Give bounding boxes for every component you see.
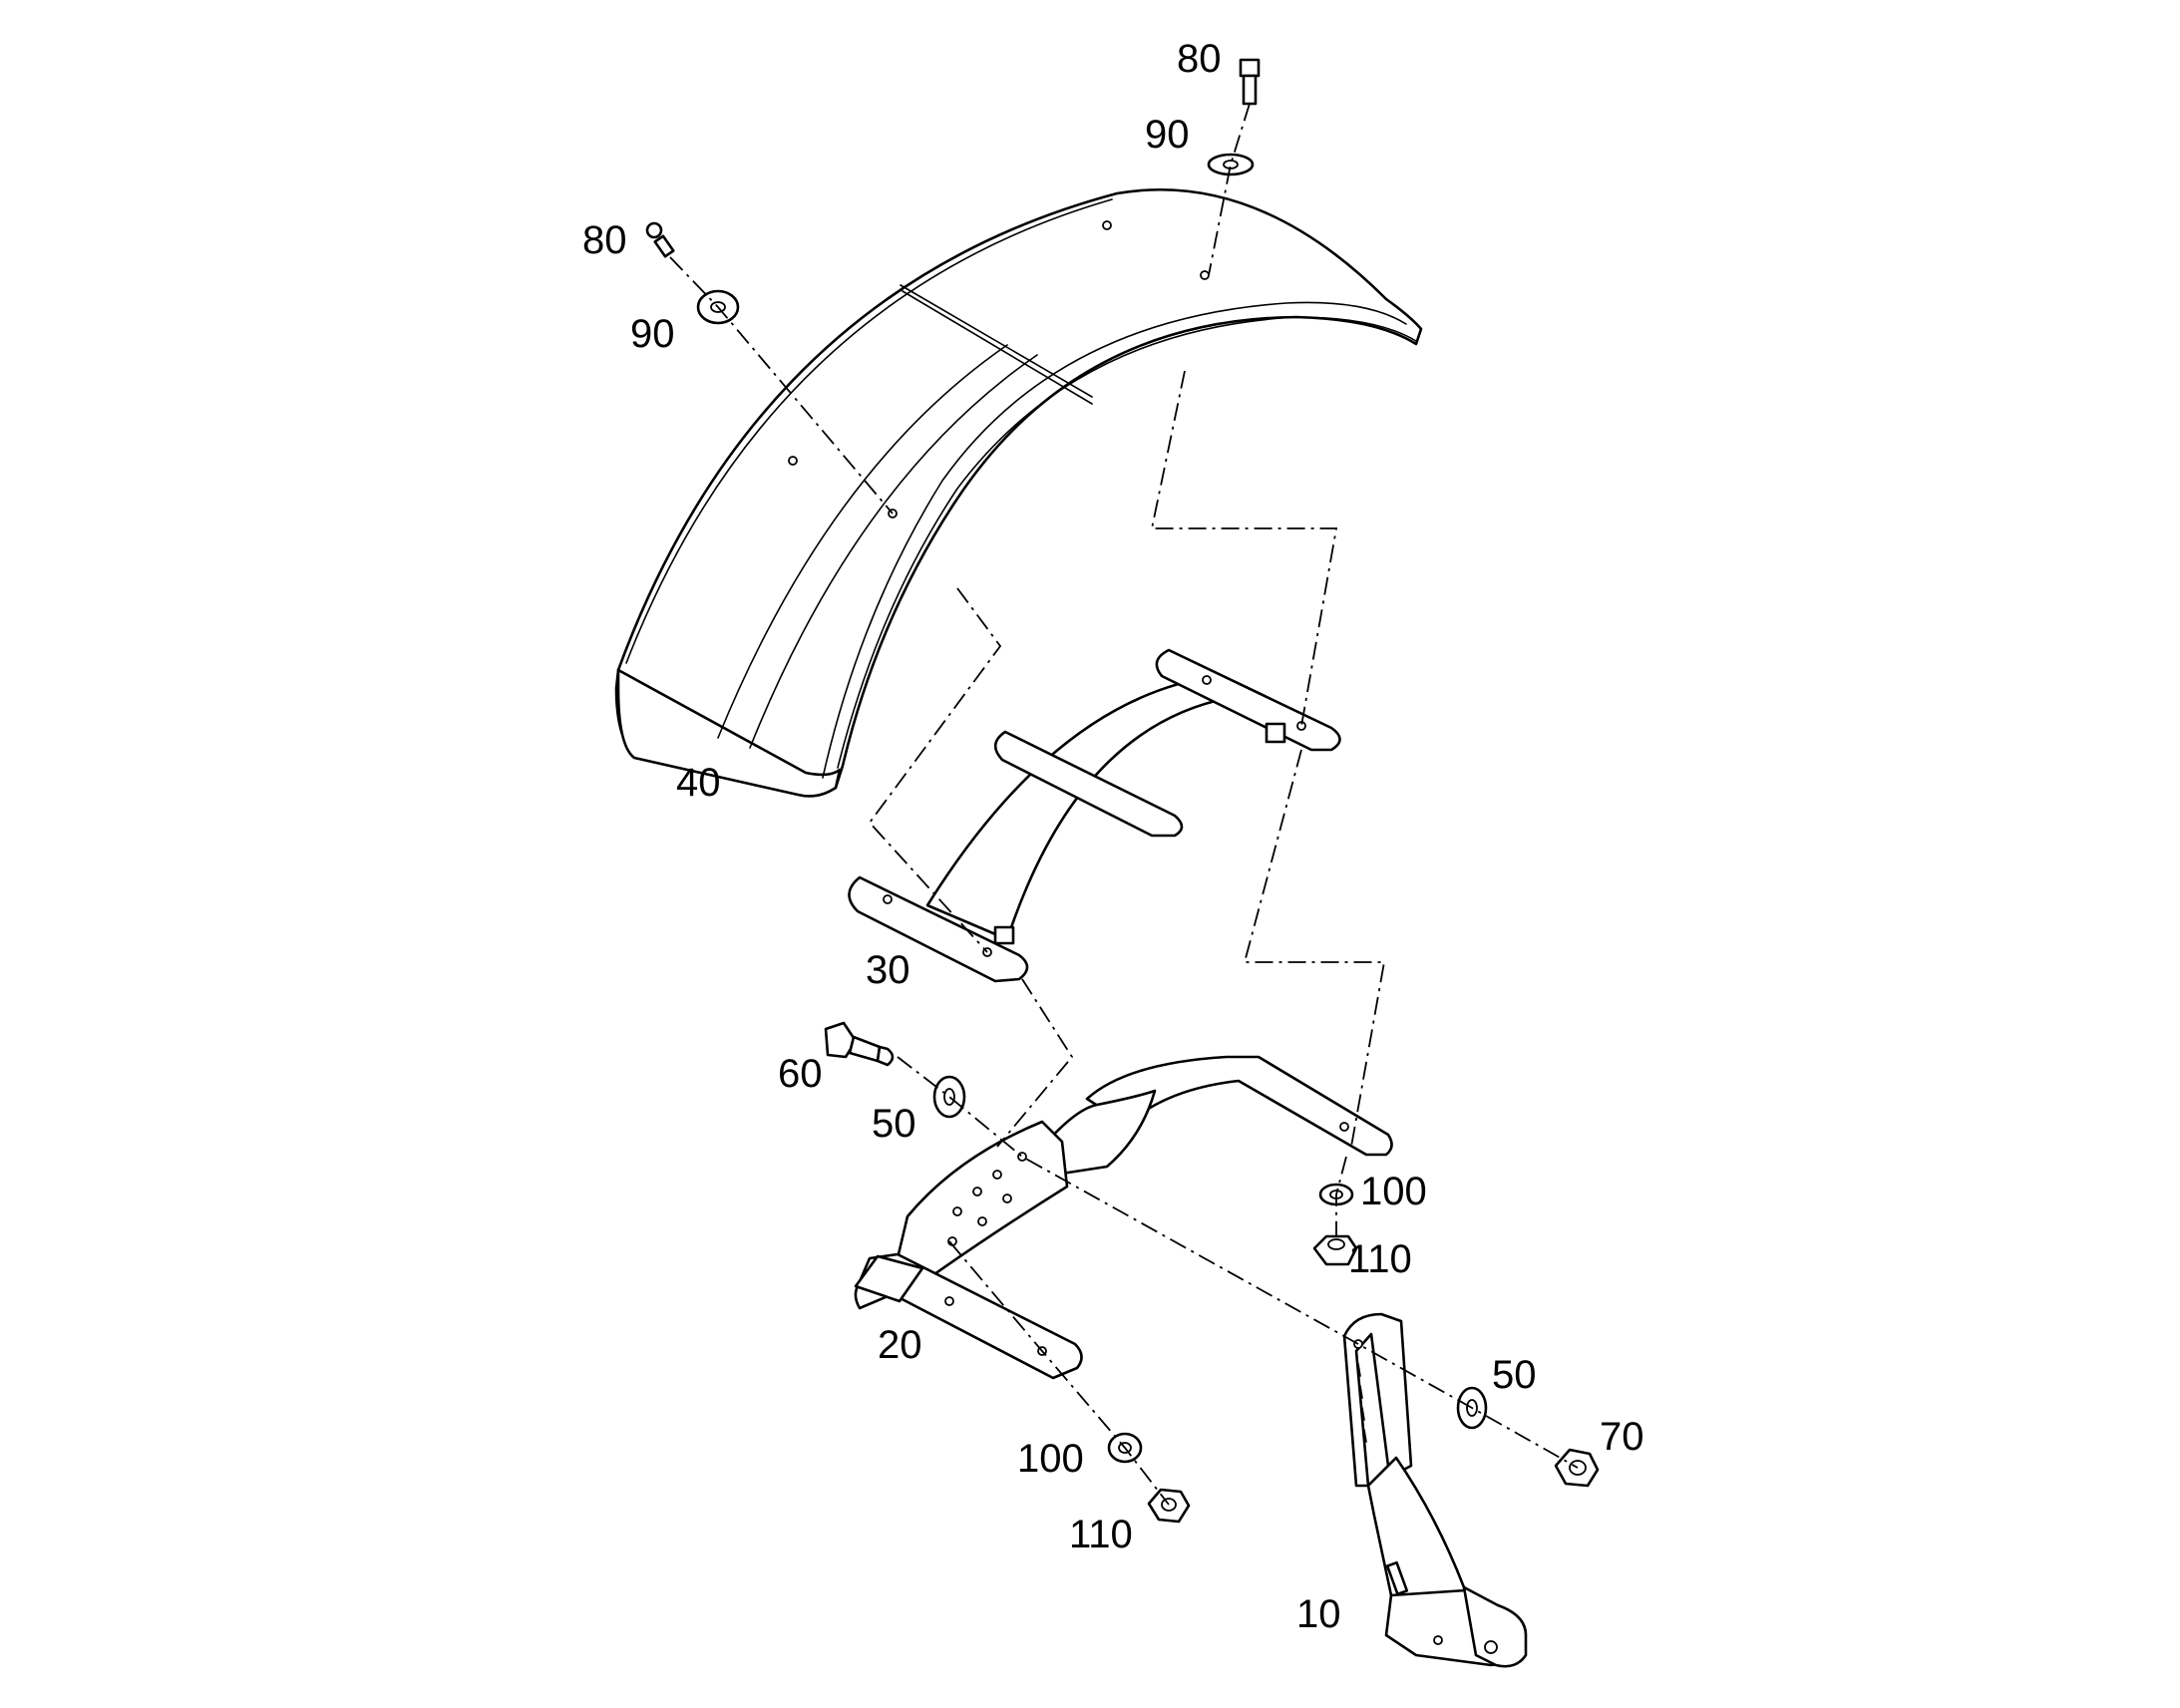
arm-hole-6 <box>977 1216 987 1226</box>
fender-part[interactable] <box>614 187 1423 798</box>
bolt-80-left-shank <box>653 234 675 258</box>
bolt-60[interactable] <box>824 1021 895 1067</box>
arm-part[interactable] <box>854 1055 1393 1380</box>
stay-rear-lug <box>1265 722 1286 744</box>
fender-hole-1 <box>1102 220 1112 230</box>
arm-main-plate <box>896 1120 1069 1288</box>
fender-top-edge <box>625 198 1113 664</box>
bolt-80-left-head <box>645 221 663 239</box>
callout-stay-30: 30 <box>866 948 910 992</box>
fender-seam-3 <box>717 344 1008 739</box>
lead-bolt-60 <box>897 1056 1579 1469</box>
callout-washer-90-left: 90 <box>630 312 675 356</box>
callout-washer-100-right: 100 <box>1360 1170 1427 1213</box>
arm-hole-4 <box>1002 1194 1012 1203</box>
callout-washer-50-a: 50 <box>872 1102 916 1146</box>
arm-hole-8 <box>944 1296 954 1306</box>
lead-80-left <box>669 256 894 514</box>
bracket-hole-2 <box>1433 1635 1443 1645</box>
callout-bolt-80-top: 80 <box>1177 37 1222 81</box>
fender-shell <box>614 187 1423 796</box>
stay-front-lug <box>993 925 1015 945</box>
callout-labels: 80 90 80 90 40 30 60 50 100 110 20 50 70… <box>582 37 1644 1636</box>
callout-bolt-80-left: 80 <box>582 218 627 262</box>
arm-hole-5 <box>952 1206 962 1216</box>
fender-seam-4 <box>749 354 1038 749</box>
bolt-80-left[interactable] <box>645 221 675 258</box>
callout-washer-100-low: 100 <box>1017 1437 1084 1481</box>
callout-nut-70: 70 <box>1600 1415 1644 1459</box>
lead-fender-stay-right <box>1150 370 1338 727</box>
callout-nut-110-low: 110 <box>1069 1513 1133 1556</box>
arm-hole-1 <box>992 1170 1002 1180</box>
bolt-60-thread <box>876 1045 895 1067</box>
stay-rear-hole-1 <box>1202 675 1212 685</box>
arm-hole-3 <box>972 1187 982 1196</box>
fender-seam-1 <box>900 284 1093 398</box>
nut-110-right-bore <box>1327 1238 1345 1250</box>
callout-fender-40: 40 <box>676 761 721 805</box>
fender-hole-2 <box>1200 270 1210 280</box>
bracket-part[interactable] <box>1342 1312 1528 1668</box>
bracket-slot <box>1385 1560 1409 1596</box>
stay-front-pad <box>848 875 1029 983</box>
callout-bracket-10: 10 <box>1296 1592 1341 1636</box>
nut-110-right-body <box>1312 1234 1358 1266</box>
washer-50-a-bore <box>943 1088 955 1106</box>
washer-90-top[interactable] <box>1207 153 1255 176</box>
nut-110-right[interactable] <box>1312 1234 1358 1266</box>
stay-spine <box>925 674 1231 941</box>
nut-110-low[interactable] <box>1147 1488 1191 1524</box>
callout-washer-50-b: 50 <box>1492 1353 1537 1397</box>
stay-front-hole-1 <box>883 894 893 904</box>
assembly-lines <box>669 103 1579 1506</box>
washer-50-a[interactable] <box>932 1075 966 1119</box>
arm-foot <box>854 1254 924 1303</box>
lead-80-top <box>1208 103 1251 276</box>
lead-arm-washer-right <box>1335 1156 1347 1236</box>
fender-inner-edge <box>837 316 1417 769</box>
callout-bolt-60: 60 <box>778 1052 823 1096</box>
fender-seam-2 <box>902 290 1093 405</box>
lead-fender-stay-left <box>868 587 1002 953</box>
lead-stay-arm-right <box>1243 749 1386 1148</box>
bolt-80-top[interactable] <box>1239 58 1261 106</box>
stay-part[interactable] <box>848 648 1341 983</box>
stay-middle-pad <box>993 730 1184 838</box>
arm-hole-10 <box>1339 1122 1349 1132</box>
bolt-60-shank <box>848 1035 882 1063</box>
lead-stay-arm-left <box>996 978 1074 1148</box>
lead-arm-washer-low <box>948 1240 1170 1506</box>
arm-upper-plate <box>1085 1055 1393 1157</box>
callout-nut-110-right: 110 <box>1348 1237 1412 1281</box>
callout-arm-20: 20 <box>878 1323 922 1367</box>
fender-front-lip <box>616 668 842 798</box>
washer-100-low[interactable] <box>1107 1432 1143 1464</box>
callout-washer-90-top: 90 <box>1145 113 1190 157</box>
bolt-80-top-head <box>1239 58 1261 78</box>
fender-hole-3 <box>788 456 798 466</box>
fender-inner-edge-2 <box>822 301 1407 779</box>
arm-web <box>1040 1089 1157 1179</box>
bracket-hole-row <box>1357 1363 1367 1443</box>
stay-rear-pad <box>1155 648 1341 752</box>
bracket-foot-lug <box>1462 1585 1528 1668</box>
bolt-80-top-shank <box>1242 74 1258 106</box>
bracket-hole-3 <box>1484 1640 1498 1654</box>
